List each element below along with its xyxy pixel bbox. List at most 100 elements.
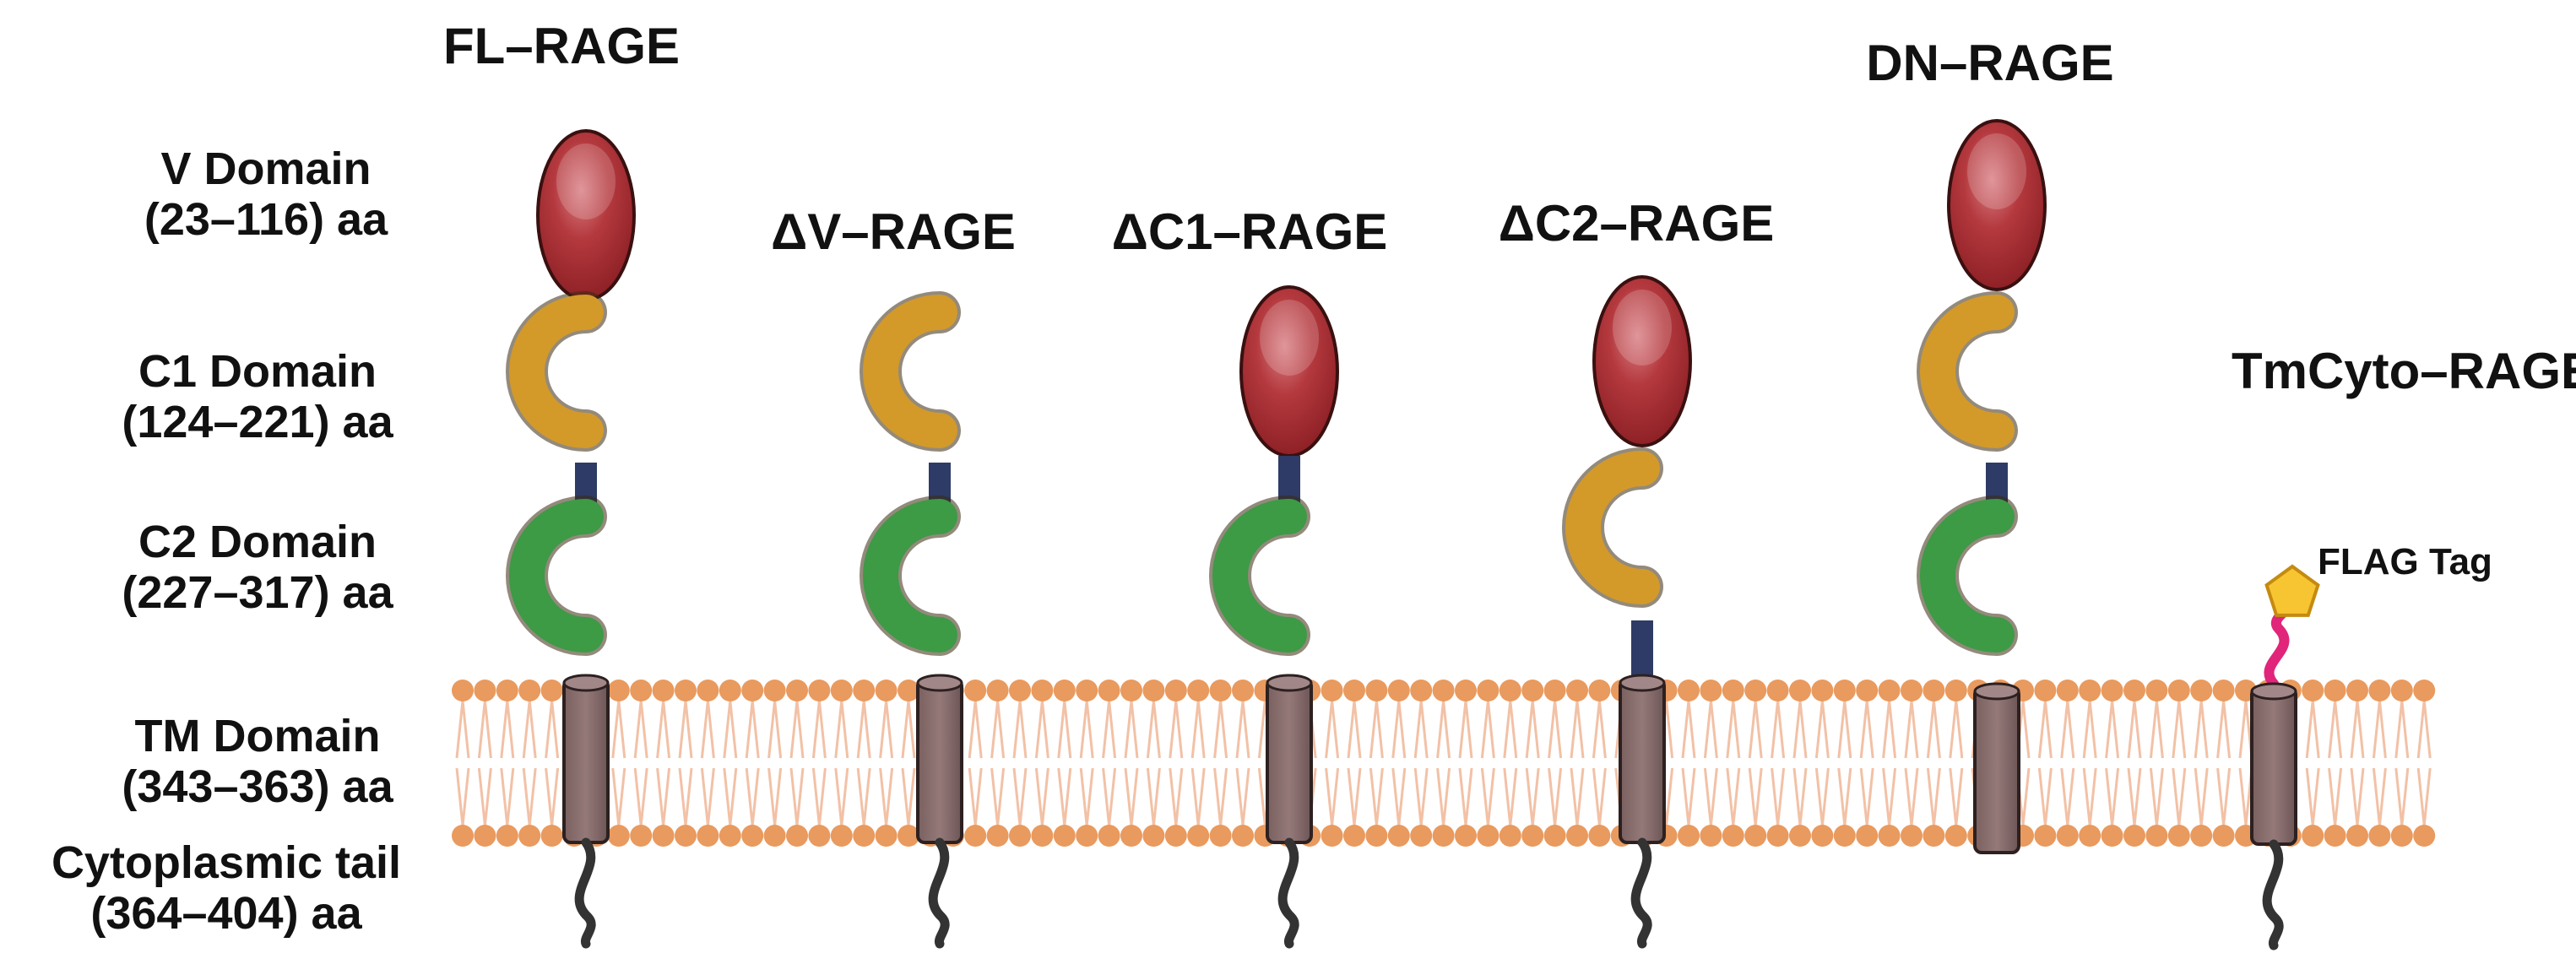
lipid-head [2167, 680, 2190, 701]
lipid-head [1410, 680, 1433, 701]
lipid-head [1343, 825, 1365, 847]
lipid-head [1187, 825, 1210, 847]
c2-domain [509, 499, 604, 653]
tm-domain-cap [562, 674, 610, 692]
lipid-head [1031, 680, 1054, 701]
lipid-tail [1792, 767, 1808, 826]
lipid-tail [1413, 700, 1429, 759]
lipid-head [2167, 825, 2190, 847]
dn-rage-title: DN–RAGE [1866, 35, 2113, 91]
lipid-head [719, 825, 741, 847]
lipid-head [2413, 825, 2436, 847]
lipid-tail [1503, 700, 1518, 759]
lipid-tail [2060, 767, 2075, 826]
cytoplasmic-tail [928, 837, 950, 949]
lipid-head [2079, 680, 2101, 701]
lipid-head [1410, 825, 1433, 847]
lipid-tail [834, 767, 849, 826]
lipid-tail [1949, 767, 1964, 826]
lipid-head [1076, 680, 1098, 701]
lipid-head [1365, 825, 1388, 847]
lipid-tail [656, 767, 671, 826]
lipid-tail [968, 700, 983, 759]
lipid-head [697, 825, 719, 847]
lipid-tail [1681, 700, 1696, 759]
lipid-tail [2394, 700, 2410, 759]
v-domain-label: V Domain [160, 144, 371, 194]
lipid-tail [767, 767, 783, 826]
lipid-head [607, 680, 630, 701]
lipid-head [2056, 680, 2079, 701]
lipid-head [652, 825, 675, 847]
lipid-head [1142, 825, 1165, 847]
lipid-head [2190, 680, 2213, 701]
lipid-head [2190, 825, 2213, 847]
lipid-tail [856, 767, 871, 826]
lipid-tail [1190, 767, 1206, 826]
lipid-head [898, 825, 919, 847]
v-domain-highlight [556, 144, 616, 219]
lipid-tail [1904, 767, 1919, 826]
lipid-head [2390, 825, 2413, 847]
lipid-head [986, 825, 1009, 847]
lipid-tail [1592, 700, 1607, 759]
lipid-tail [1235, 700, 1250, 759]
tm-domain-cap [1619, 674, 1666, 692]
tm-domain-cylinder [562, 678, 610, 844]
lipid-head [2346, 680, 2368, 701]
lipid-head [1700, 680, 1722, 701]
lipid-head [1878, 825, 1901, 847]
lipid-tail [723, 700, 738, 759]
lipid-tail [990, 767, 1006, 826]
lipid-head [2368, 825, 2391, 847]
lipid-head [853, 680, 876, 701]
lipid-head [1432, 825, 1455, 847]
flag-tag-label: FLAG Tag [2318, 541, 2492, 582]
tm-domain-cylinder [1619, 678, 1666, 844]
lipid-head [607, 825, 630, 847]
lipid-tail [1681, 767, 1696, 826]
lipid-tail [1347, 700, 1362, 759]
lipid-head [1053, 825, 1076, 847]
c1-domain-range: (124–221) aa [122, 397, 393, 447]
lipid-tail [2172, 767, 2187, 826]
lipid-head [2324, 825, 2346, 847]
lipid-tail [1837, 700, 1852, 759]
tm-domain-cap [1973, 682, 2020, 701]
lipid-tail [1949, 700, 1964, 759]
c1-domain [1565, 451, 1660, 604]
lipid-head [2368, 680, 2391, 701]
v-domain [1947, 119, 2047, 291]
lipid-head [1321, 680, 1343, 701]
lipid-tail [1882, 700, 1897, 759]
lipid-head [719, 680, 741, 701]
v-domain [1592, 275, 1692, 447]
lipid-tail [1592, 767, 1607, 826]
lipid-head [1543, 825, 1566, 847]
lipid-tail [1703, 700, 1718, 759]
lipid-tail [1771, 767, 1786, 826]
lipid-tail [1436, 767, 1451, 826]
lipid-tail [1012, 767, 1028, 826]
lipid-tail [1480, 767, 1495, 826]
lipid-tail [500, 700, 515, 759]
lipid-head [518, 680, 541, 701]
tm-domain-cap [2250, 682, 2297, 701]
lipid-tail [2394, 767, 2410, 826]
lipid-head [1499, 680, 1521, 701]
lipid-head [2034, 825, 2057, 847]
dc2-rage-construct [1562, 275, 1692, 949]
lipid-tail [1169, 700, 1184, 759]
lipid-tail [2350, 700, 2365, 759]
lipid-tail [522, 700, 537, 759]
lipid-tail [1904, 700, 1919, 759]
lipid-tail [2416, 700, 2432, 759]
lipid-head [2034, 680, 2057, 701]
lipid-tail [2328, 700, 2343, 759]
v-domain-highlight [1967, 133, 2026, 209]
lipid-head [452, 680, 474, 701]
construct-titles: FL–RAGE ΔV–RAGE ΔC1–RAGE ΔC2–RAGE DN–RAG… [443, 18, 2576, 582]
lipid-tail [2105, 700, 2120, 759]
v-domain-range: (23–116) aa [144, 194, 388, 245]
